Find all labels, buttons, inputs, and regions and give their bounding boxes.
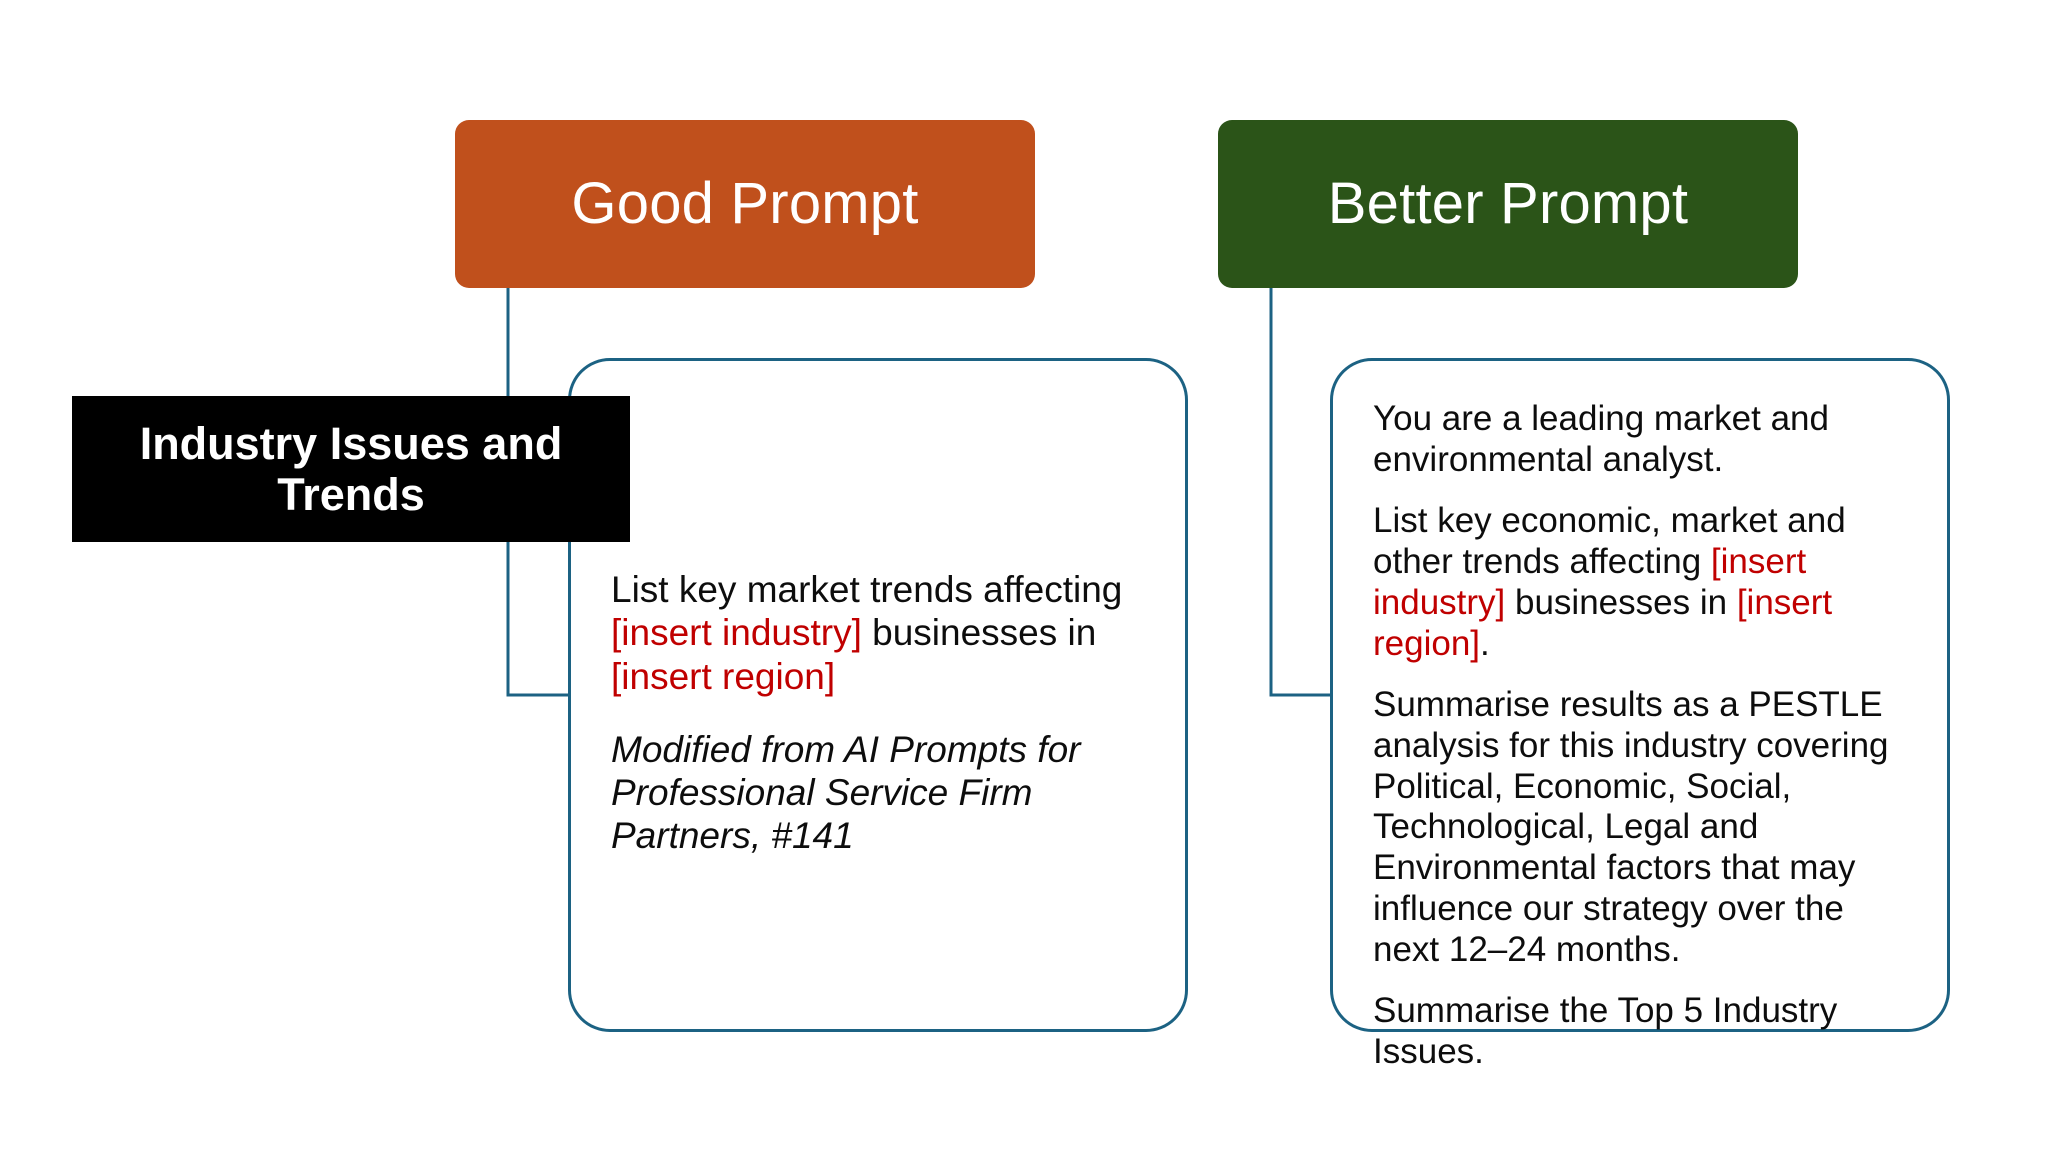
text-run: businesses in: [861, 612, 1097, 654]
text-run: .: [1480, 623, 1490, 663]
prompt-paragraph: Summarise results as a PESTLE analysis f…: [1373, 685, 1913, 972]
text-run: Summarise the Top 5 Industry Issues.: [1373, 991, 1838, 1072]
column-header-better-prompt-label: Better Prompt: [1327, 171, 1689, 236]
row-label-text: Industry Issues and Trends: [139, 417, 563, 520]
prompt-source-note: Modified from AI Prompts for Professiona…: [611, 728, 1151, 858]
text-run: You are a leading market and environment…: [1373, 399, 1829, 479]
prompt-card-good-body: List key market trends affecting [insert…: [611, 568, 1151, 858]
prompt-paragraph: Summarise the Top 5 Industry Issues.: [1373, 991, 1913, 1073]
prompt-paragraph: List key economic, market and other tren…: [1373, 501, 1913, 665]
column-header-good-prompt[interactable]: Good Prompt: [455, 120, 1035, 288]
text-run: Modified from AI Prompts for Professiona…: [611, 728, 1081, 857]
text-run: List key economic, market and other tren…: [1373, 500, 1846, 581]
text-run: Summarise results as a PESTLE analysis f…: [1373, 684, 1889, 970]
placeholder-token: [insert industry]: [611, 612, 862, 654]
prompt-card-good[interactable]: List key market trends affecting [insert…: [568, 358, 1188, 1032]
placeholder-token: [insert industry]: [1373, 541, 1807, 622]
column-header-better-prompt[interactable]: Better Prompt: [1218, 120, 1798, 288]
prompt-paragraph: List key market trends affecting [insert…: [611, 568, 1151, 698]
prompt-paragraph: You are a leading market and environment…: [1373, 399, 1913, 481]
text-run: List key market trends affecting: [611, 569, 1123, 610]
row-label-industry-issues-and-trends: Industry Issues and Trends: [72, 396, 630, 542]
column-header-good-prompt-label: Good Prompt: [571, 171, 919, 236]
text-run: businesses in: [1505, 582, 1737, 622]
prompt-card-better[interactable]: You are a leading market and environment…: [1330, 358, 1950, 1071]
placeholder-token: [insert region]: [1373, 582, 1833, 663]
placeholder-token: [insert region]: [611, 655, 836, 697]
prompt-card-better-body: You are a leading market and environment…: [1373, 399, 1913, 1093]
